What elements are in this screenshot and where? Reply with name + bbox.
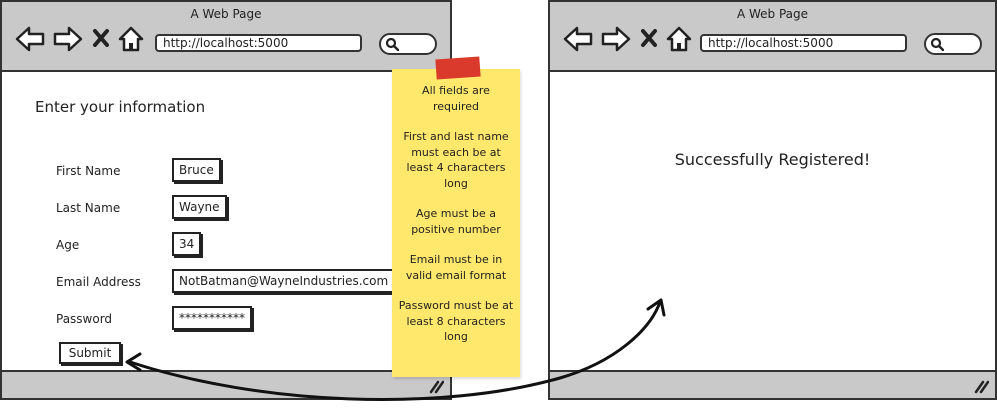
search-box[interactable] [924, 33, 982, 55]
browser-window-left: A Web Page http://localhost:5000 [0, 0, 452, 400]
note-required: All fields are required [422, 84, 490, 113]
sticky-note: All fields are required First and last n… [392, 56, 520, 377]
search-icon [930, 37, 944, 51]
sticky-note-text: All fields are required First and last n… [398, 83, 514, 360]
submit-button[interactable]: Submit [59, 342, 121, 364]
resize-grip-icon[interactable] [428, 378, 444, 394]
forward-arrow-icon[interactable] [53, 26, 83, 52]
search-icon [385, 37, 399, 51]
age-label: Age [56, 238, 80, 252]
password-field[interactable]: *********** [172, 306, 252, 330]
note-email: Email must be in valid email format [405, 253, 507, 282]
home-icon[interactable] [666, 26, 692, 52]
back-arrow-icon[interactable] [563, 26, 593, 52]
status-bar [2, 370, 450, 398]
status-bar [550, 370, 995, 398]
forward-arrow-icon[interactable] [601, 26, 631, 52]
back-arrow-icon[interactable] [15, 26, 45, 52]
first-name-label: First Name [56, 164, 121, 178]
note-name-length: First and last name must each be at leas… [403, 130, 509, 190]
close-x-icon[interactable] [93, 29, 109, 47]
email-label: Email Address [56, 275, 141, 289]
age-field[interactable]: 34 [172, 232, 202, 256]
window-title: A Web Page [736, 7, 809, 21]
home-icon[interactable] [118, 26, 144, 52]
success-message: Successfully Registered! [674, 150, 871, 169]
search-box[interactable] [379, 33, 437, 55]
browser-toolbar: A Web Page http://localhost:5000 [2, 2, 450, 72]
close-x-icon[interactable] [641, 29, 657, 47]
nav-icons [15, 26, 144, 52]
address-bar[interactable]: http://localhost:5000 [700, 34, 907, 52]
last-name-field[interactable]: Wayne [172, 195, 227, 219]
window-title: A Web Page [190, 7, 262, 21]
email-field[interactable]: NotBatman@WayneIndustries.com [172, 269, 396, 293]
nav-icons [563, 26, 692, 52]
note-password: Password must be at least 8 characters l… [398, 299, 514, 343]
password-label: Password [56, 312, 113, 326]
address-bar[interactable]: http://localhost:5000 [155, 34, 362, 52]
page-content: Enter your information First Name Bruce … [2, 72, 450, 370]
browser-window-right: A Web Page http://localhost:5000 [548, 0, 997, 400]
note-age: Age must be a positive number [411, 207, 501, 236]
resize-grip-icon[interactable] [973, 378, 989, 394]
form-heading: Enter your information [35, 98, 206, 116]
last-name-label: Last Name [56, 201, 121, 215]
first-name-field[interactable]: Bruce [172, 158, 221, 182]
browser-toolbar: A Web Page http://localhost:5000 [550, 2, 995, 72]
page-content: Successfully Registered! [550, 72, 995, 370]
